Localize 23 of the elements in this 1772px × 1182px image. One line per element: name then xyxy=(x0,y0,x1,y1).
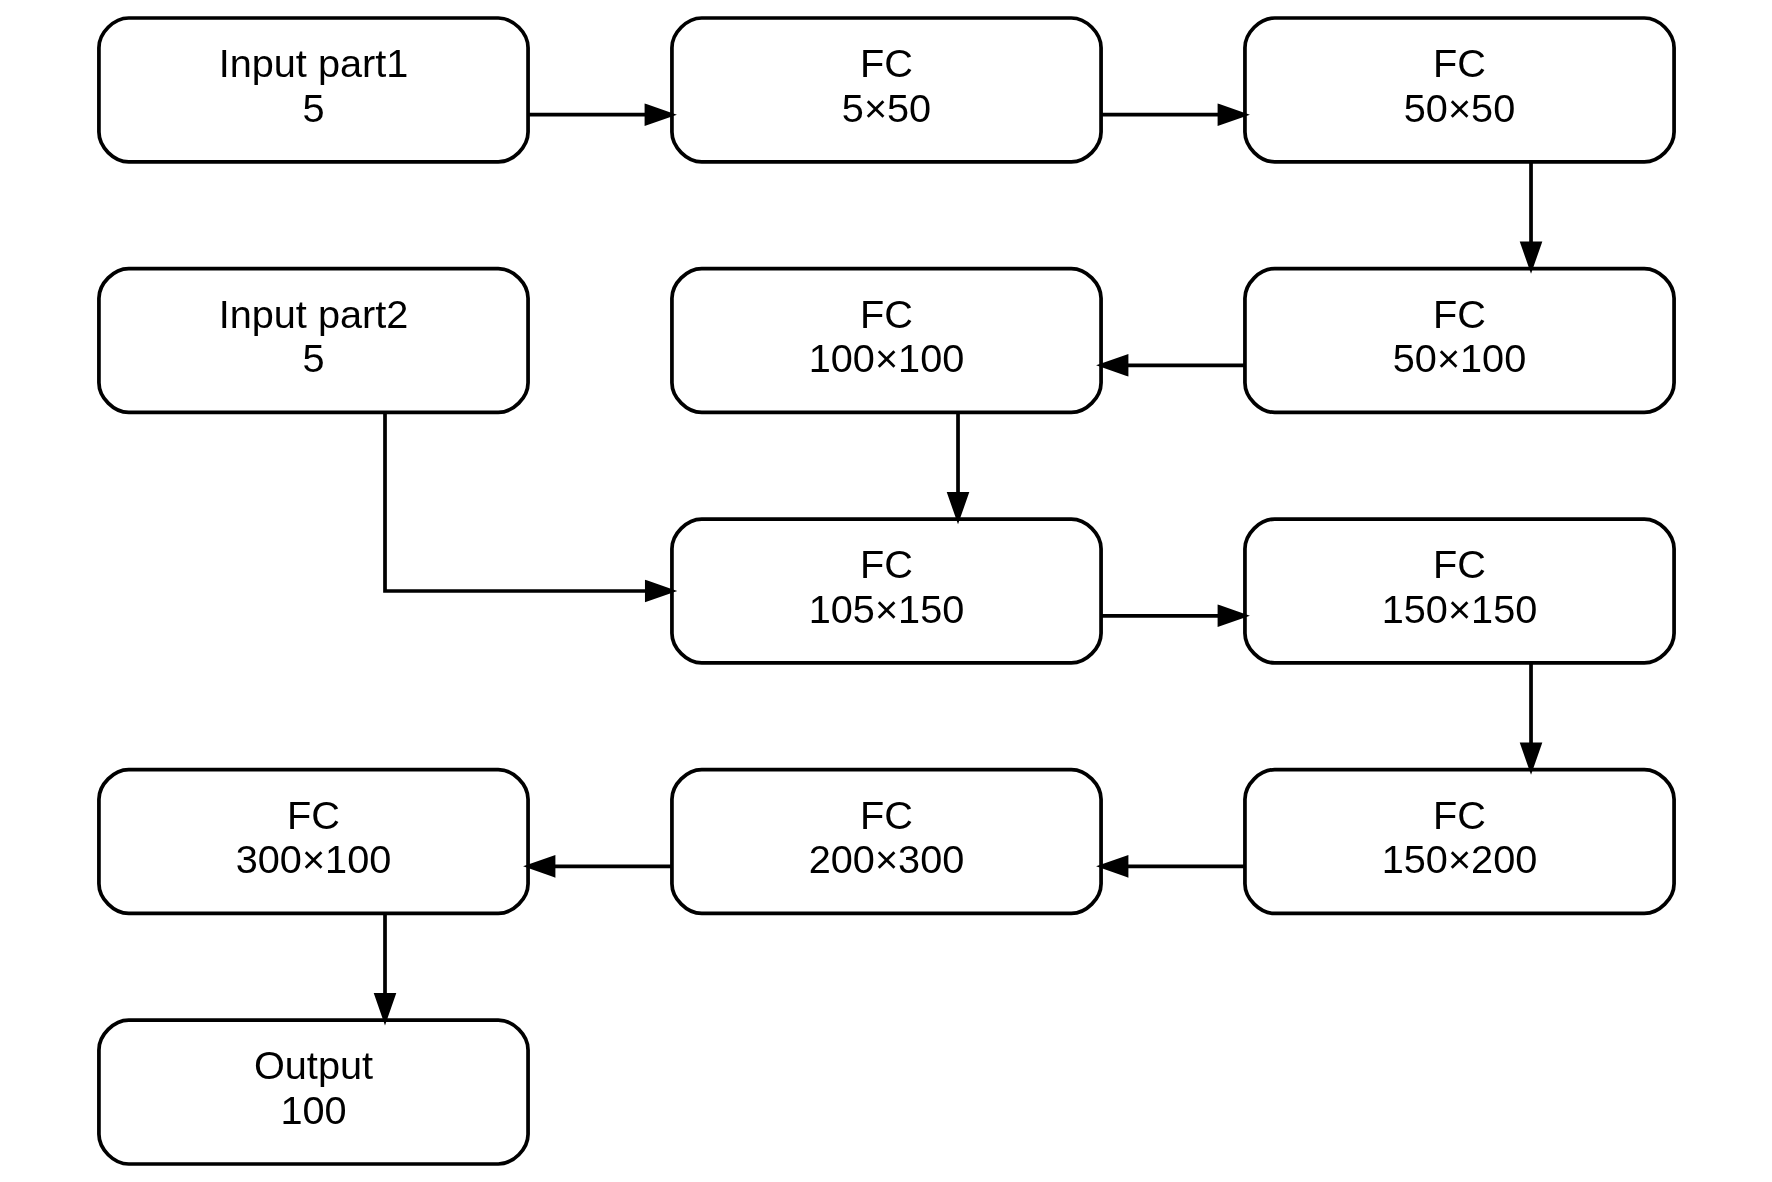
arrow xyxy=(1519,663,1542,775)
arrow xyxy=(1101,604,1250,628)
node-box: Input part2 5 xyxy=(96,266,530,415)
arrow xyxy=(373,914,396,1026)
arrow xyxy=(382,412,677,603)
arrow xyxy=(528,103,677,127)
node-box: FC 105×150 xyxy=(669,517,1103,665)
node-box: FC 300×100 xyxy=(96,767,530,916)
arrow xyxy=(1095,855,1244,878)
arrow xyxy=(522,855,671,878)
node-box: FC 150×200 xyxy=(1242,767,1676,916)
node-box: FC 50×100 xyxy=(1242,266,1676,415)
node-box: FC 5×50 xyxy=(669,16,1103,164)
node-box: Output 100 xyxy=(96,1018,530,1166)
node-box: FC 150×150 xyxy=(1242,517,1676,665)
arrow xyxy=(1095,353,1244,377)
arrow xyxy=(1519,162,1542,274)
node-box: FC 200×300 xyxy=(669,767,1103,916)
arrow xyxy=(1101,103,1250,127)
node-box: FC 100×100 xyxy=(669,266,1103,415)
node-box: FC 50×50 xyxy=(1242,16,1676,164)
node-box: Input part1 5 xyxy=(96,16,530,164)
arrow xyxy=(946,412,969,525)
